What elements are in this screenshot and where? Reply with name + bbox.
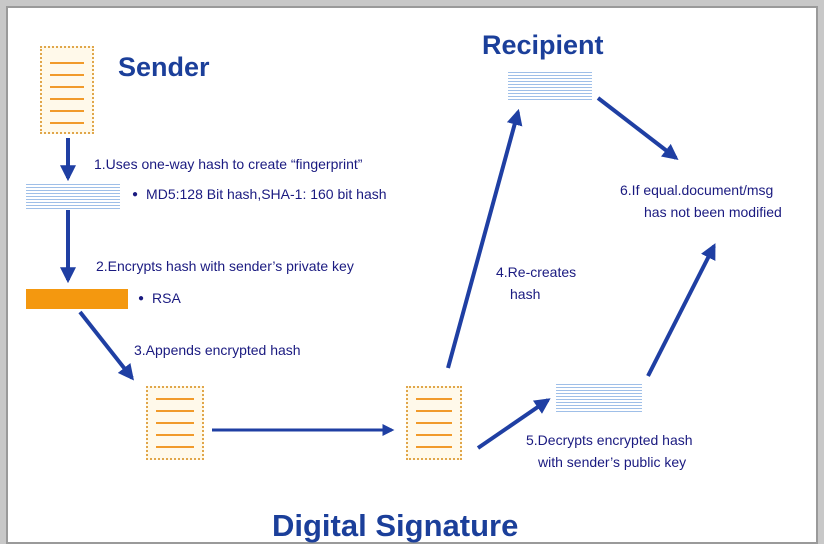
arrow-decrypted-to-compare (646, 243, 716, 377)
step2-label: 2.Encrypts hash with sender’s private ke… (96, 258, 354, 274)
arrow-to-recipient-hash (446, 108, 523, 369)
encrypted-hash-bar (26, 289, 128, 309)
step6-label-line2: has not been modified (644, 204, 782, 220)
step6-label-line1: 6.If equal.document/msg (620, 182, 774, 198)
diagram-title: Digital Signature (272, 508, 519, 543)
signed-document-recipient-icon (406, 386, 462, 460)
recipient-hash-icon (508, 72, 592, 100)
arrow-to-decrypted-hash (476, 398, 551, 450)
step1-label: 1.Uses one-way hash to create “fingerpri… (94, 156, 363, 172)
step5-label-line2: with sender’s public key (538, 454, 687, 470)
sender-title: Sender (118, 52, 210, 82)
arrow-recipient-to-compare (596, 96, 679, 160)
step4-label-line1: 4.Re-creates (496, 264, 577, 280)
hash-algorithm-bullet: MD5:128 Bit hash,SHA-1: 160 bit hash (132, 186, 386, 202)
step5-label-line1: 5.Decrypts encrypted hash (526, 432, 693, 448)
arrow-encrypted-to-document (78, 310, 134, 381)
recipient-title: Recipient (482, 30, 604, 60)
step3-label: 3.Appends encrypted hash (134, 342, 301, 358)
sender-document-icon (40, 46, 94, 134)
sender-hash-icon (26, 184, 120, 210)
decrypted-hash-icon (556, 384, 642, 412)
step4-label-line2: hash (510, 286, 541, 302)
signed-document-sender-icon (146, 386, 204, 460)
rsa-bullet: RSA (138, 290, 181, 306)
